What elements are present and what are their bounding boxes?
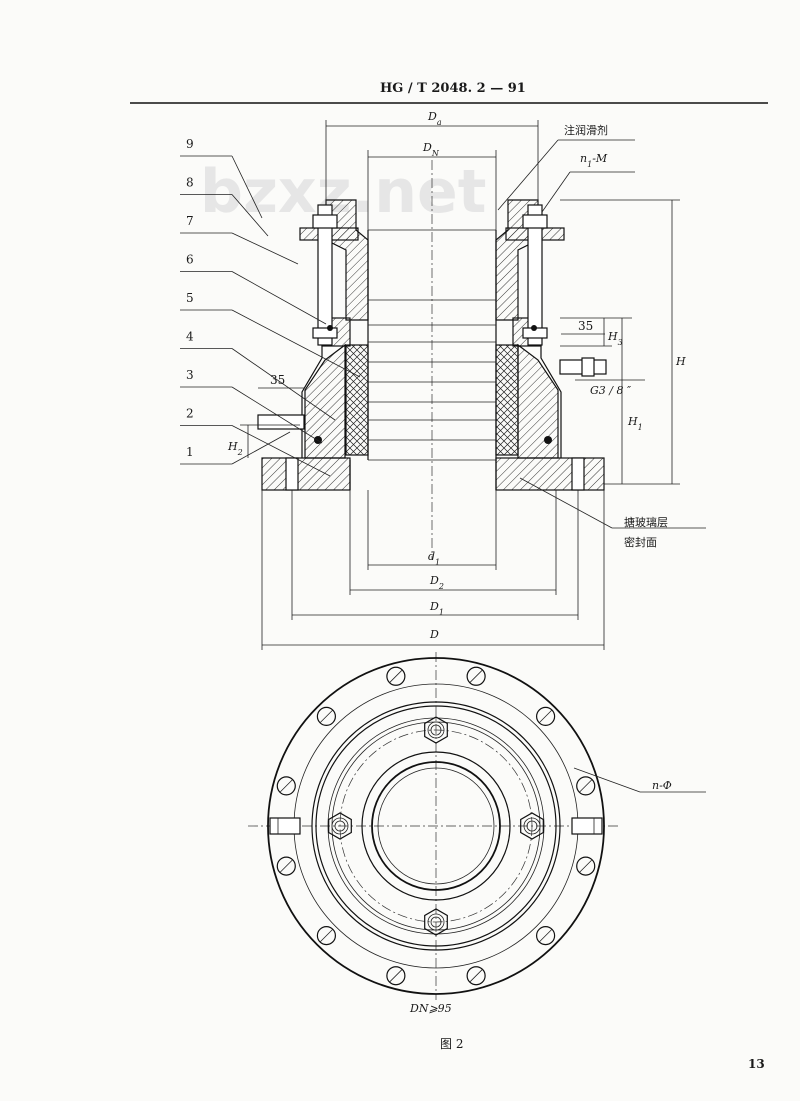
section-view: Da DN 注润滑剂 n1-M H H1 H3 35 G3 / 8 ″ — [180, 110, 706, 650]
plan-view: n-Φ DN⩾95 — [248, 652, 706, 1015]
housing-right — [517, 343, 559, 459]
part-number-6: 6 — [186, 253, 194, 267]
dim-H3-sub: 3 — [618, 338, 623, 347]
dim-d1-sub: 1 — [435, 558, 440, 567]
standard-code: HG / T 2048. 2 — 91 — [380, 81, 526, 96]
bottom-flange-right — [495, 457, 605, 491]
packing-right — [495, 344, 519, 456]
dim-D1-sub: 1 — [439, 608, 444, 617]
figure-caption: 图 2 — [440, 1037, 463, 1051]
svg-text:DN: DN — [422, 141, 440, 158]
dim-Da: D — [427, 110, 437, 123]
dim-H2-sub: 2 — [237, 448, 243, 457]
dim-D2: D — [429, 574, 439, 587]
part-number-leaders: 9 8 7 6 5 4 3 2 1 — [180, 137, 361, 477]
svg-text:D1: D1 — [429, 600, 444, 617]
nozzle-left — [257, 414, 305, 430]
dim-DN: D — [422, 141, 432, 154]
plan-nozzle-right — [571, 817, 603, 835]
dim-D2-sub: 2 — [438, 582, 444, 591]
housing-left — [304, 343, 346, 459]
dim-H2: H — [227, 440, 238, 453]
svg-text:H3: H3 — [607, 330, 623, 347]
dim-D1: D — [429, 600, 439, 613]
label-n-phi: n-Φ — [652, 779, 672, 792]
dim-H1: H — [627, 415, 638, 428]
part-number-3: 3 — [186, 368, 194, 382]
dim-d1: d — [428, 550, 435, 563]
part-number-5: 5 — [186, 291, 194, 305]
label-dn-note: DN⩾95 — [409, 1002, 452, 1015]
dim-thread: G3 / 8 ″ — [590, 384, 632, 397]
part-number-7: 7 — [186, 214, 194, 228]
stud-left — [317, 204, 333, 346]
part-number-1: 1 — [186, 445, 194, 459]
label-seal-face: 密封面 — [624, 535, 657, 549]
svg-text:n1-M: n1-M — [580, 152, 608, 169]
packing-left — [345, 344, 369, 456]
dim-D: D — [429, 628, 439, 641]
svg-text:H2: H2 — [227, 440, 243, 457]
part-number-2: 2 — [186, 407, 194, 421]
part-number-4: 4 — [186, 330, 194, 344]
flange-outer-circle — [267, 657, 605, 995]
dim-n1M-suffix: -M — [592, 152, 608, 165]
svg-text:D2: D2 — [429, 574, 444, 591]
plan-nozzle-left — [269, 817, 301, 835]
svg-text:H1: H1 — [627, 415, 643, 432]
bore-circle — [371, 761, 501, 891]
label-lubricant: 注润滑剂 — [564, 123, 608, 137]
page-number: 13 — [748, 1057, 765, 1071]
dim-H3: H — [607, 330, 618, 343]
dim-H: H — [675, 355, 686, 368]
bottom-flange-left — [261, 457, 351, 491]
stud-right — [527, 204, 543, 346]
dim-35-right: 35 — [578, 319, 593, 333]
hex-nuts — [328, 716, 544, 936]
dim-n1M-sub: 1 — [587, 160, 592, 169]
dim-Da-sub: a — [437, 118, 442, 127]
dim-DN-sub: N — [431, 149, 440, 158]
label-enamel-layer: 搪玻璃层 — [624, 515, 668, 529]
dim-n1M: n — [580, 152, 587, 165]
dim-H1-sub: 1 — [638, 423, 643, 432]
svg-text:d1: d1 — [428, 550, 440, 567]
svg-text:Da: Da — [427, 110, 442, 127]
part-number-9: 9 — [186, 137, 194, 151]
bolt-holes — [276, 666, 596, 986]
part-number-8: 8 — [186, 176, 194, 190]
